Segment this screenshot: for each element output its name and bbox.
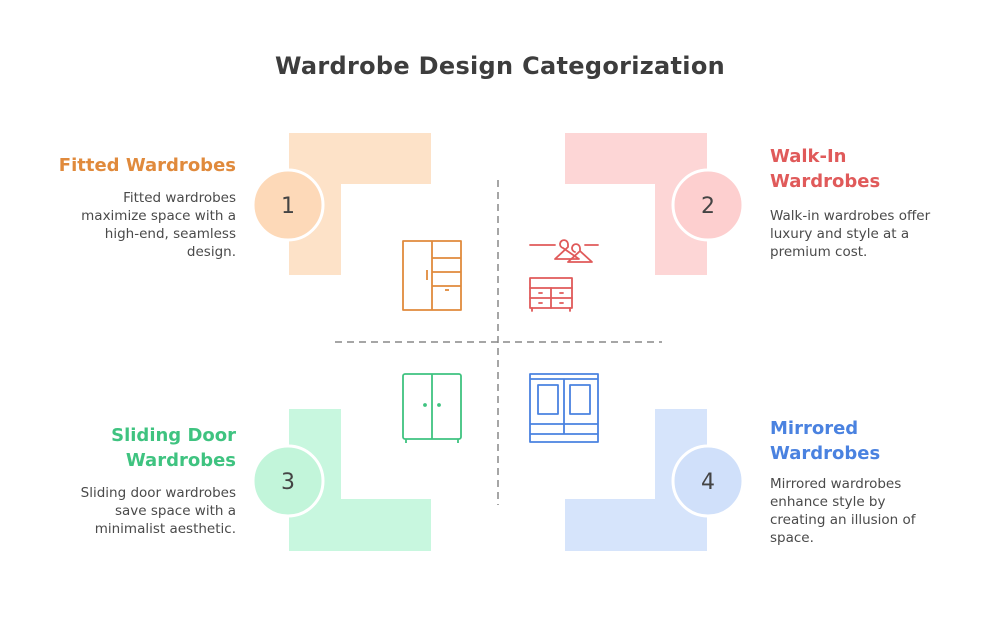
quadrant-1-heading: Fitted Wardrobes <box>58 155 236 176</box>
quadrant-4-heading: Mirrored Wardrobes <box>770 416 970 466</box>
quadrant-3-number: 3 <box>281 470 295 495</box>
quadrant-3-description: Sliding door wardrobes save space with a… <box>80 485 236 537</box>
quadrant-2-shape: 2 <box>565 133 745 275</box>
quadrant-3-circle <box>251 444 325 518</box>
quadrant-1-circle <box>251 168 325 242</box>
quadrant-4-number: 4 <box>701 470 715 495</box>
sliding-door-wardrobe-icon <box>402 373 462 443</box>
quadrant-2-heading-line-1: Walk-In <box>770 146 847 167</box>
quadrant-3-heading-line-1: Sliding Door <box>111 425 236 446</box>
quadrant-2-heading-line-2: Wardrobes <box>770 171 881 192</box>
quadrant-4-heading-line-1: Mirrored <box>770 418 859 439</box>
quadrant-1-number: 1 <box>281 194 295 219</box>
quadrant-1-description: Fitted wardrobes maximize space with a h… <box>81 190 236 260</box>
quadrant-2-heading: Walk-In Wardrobes <box>770 144 970 194</box>
fitted-wardrobe-icon <box>402 240 462 311</box>
quadrant-2-number: 2 <box>701 194 715 219</box>
quadrant-4-shape: 4 <box>565 409 745 551</box>
quadrant-1-shape: 1 <box>251 133 431 275</box>
quadrant-4-heading-line-2: Wardrobes <box>770 443 881 464</box>
quadrant-3-heading-line-2: Wardrobes <box>125 450 236 471</box>
quadrant-4-circle <box>671 444 745 518</box>
quadrant-4-description: Mirrored wardrobes enhance style by crea… <box>770 476 916 546</box>
hangers-dresser-icon <box>529 239 599 312</box>
quadrant-3-shape: 3 <box>251 409 431 551</box>
page-title: Wardrobe Design Categorization <box>274 52 726 80</box>
quadrant-2-description: Walk-in wardrobes offer luxury and style… <box>770 208 931 260</box>
quadrant-2-circle <box>671 168 745 242</box>
mirrored-wardrobe-icon <box>529 373 599 443</box>
quadrant-3-heading: Sliding Door Wardrobes <box>20 423 236 473</box>
